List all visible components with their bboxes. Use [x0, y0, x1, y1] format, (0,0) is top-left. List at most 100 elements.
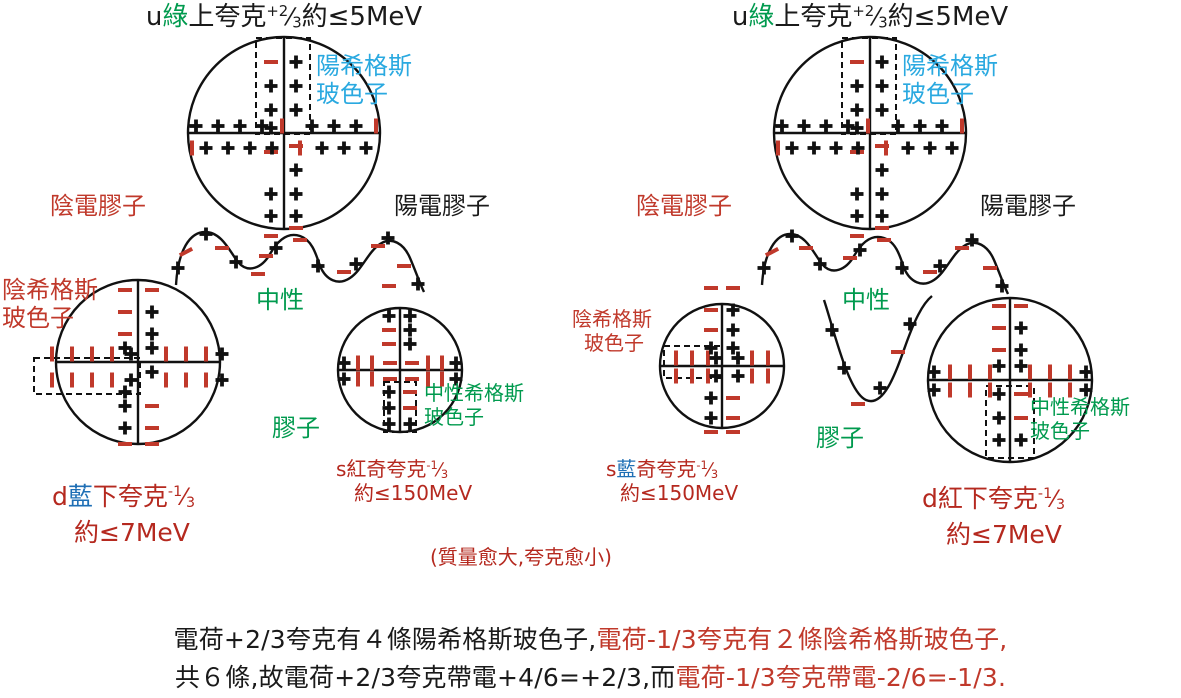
left-down-quark-name: 下夸克 — [92, 482, 168, 511]
left-neutral-higgs-label: 中性希格斯 玻色子 — [424, 381, 524, 429]
left-group — [33, 35, 464, 446]
left-strange-quark-name: 奇夸克 — [366, 457, 427, 481]
left-down-quark-charge-sign: - — [167, 484, 174, 501]
left-negative-higgs-line1: 陰希格斯 — [2, 276, 98, 304]
left-strange-quark-symbol: s — [336, 457, 347, 481]
right-positive-higgs-line2: 玻色子 — [902, 80, 974, 109]
right-strange-quark-name: 奇夸克 — [636, 457, 697, 481]
right-down-quark-charge-den: 3 — [1055, 497, 1066, 514]
right-up-quark-mass: 約≤5MeV — [887, 2, 1009, 32]
caption-l1-p1: 電荷+2/3夸克有４條陽希格斯玻色子, — [173, 625, 597, 654]
mass-size-note: (質量愈大,夸克愈小) — [430, 545, 612, 569]
right-negative-gluon-label: 陰電膠子 — [636, 192, 732, 220]
left-down-quark-circle — [33, 278, 229, 446]
left-positive-higgs-line1: 陽希格斯 — [316, 52, 412, 80]
left-up-quark-color-word: 綠 — [162, 2, 189, 32]
caption-l2-p2: 而 — [650, 663, 676, 692]
left-strange-quark-mass: 約≤150MeV — [354, 480, 473, 505]
right-up-quark-color-word: 綠 — [748, 2, 775, 32]
left-negative-higgs-label: 陰希格斯 玻色子 — [2, 276, 98, 333]
left-strange-quark-charge-num: 1 — [430, 457, 438, 472]
right-up-quark-symbol: u — [731, 2, 749, 32]
left-strange-quark-charge-den: 3 — [440, 467, 449, 482]
caption-l1-p2: 電荷-1/3夸克有２條陰希格斯玻色子, — [596, 625, 1008, 654]
right-strange-quark-label: s藍奇夸克-1⁄3 約≤150MeV — [606, 457, 739, 505]
right-group — [658, 35, 1094, 464]
left-strange-quark-circle — [336, 284, 464, 434]
left-strange-quark-color-word: 紅 — [346, 457, 367, 481]
right-down-quark-label: d紅下夸克-1⁄3 約≤7MeV — [922, 484, 1065, 550]
right-up-quark-charge-sign: + — [852, 3, 865, 21]
left-down-quark-label: d藍下夸克-1⁄3 約≤7MeV — [52, 482, 195, 548]
negative-higgs-box-left-down — [33, 357, 141, 395]
right-strange-quark-name-line: s藍奇夸克-1⁄3 — [606, 457, 719, 482]
positive-higgs-box-right-up — [841, 37, 897, 135]
left-up-quark-title: u綠上夸克+2⁄3約≤5MeV — [145, 2, 423, 32]
left-down-quark-charge-num: 1 — [173, 484, 183, 501]
left-strange-quark-charge-sign: - — [426, 457, 431, 472]
caption-l2-p1: 共６條,故電荷+2/3夸克帶電+4/6=+2/3, — [174, 663, 651, 692]
left-up-quark-charge-sign: + — [266, 3, 279, 21]
gluon-wave-right-dip — [822, 295, 933, 403]
left-negative-gluon-label: 陰電膠子 — [50, 192, 146, 220]
left-down-quark-symbol: d — [52, 482, 68, 511]
caption-l2-p3: 電荷-1/3夸克帶電-2/6=-1/3. — [675, 663, 1007, 692]
right-strange-quark-charge-num: 1 — [700, 457, 708, 472]
left-strange-quark-label: s紅奇夸克-1⁄3 約≤150MeV — [336, 457, 473, 505]
gluon-wave-left-upper — [174, 230, 322, 286]
right-down-quark-charge-sign: - — [1037, 486, 1044, 503]
right-down-quark-name-line: d紅下夸克-1⁄3 — [922, 484, 1066, 514]
right-strange-quark-circle — [658, 286, 786, 434]
right-up-quark-charge-num: 2 — [864, 3, 875, 21]
left-down-quark-mass: 約≤7MeV — [74, 518, 190, 548]
right-up-quark-charge-den: 3 — [878, 14, 888, 32]
right-positive-gluon-label: 陽電膠子 — [980, 192, 1076, 220]
right-strange-quark-mass: 約≤150MeV — [620, 480, 739, 505]
left-up-quark-mass: 約≤5MeV — [301, 2, 423, 32]
right-strange-quark-charge-den: 3 — [710, 467, 719, 482]
right-gluon-label: 膠子 — [816, 424, 864, 452]
right-strange-quark-charge-sign: - — [696, 457, 701, 472]
negative-higgs-box-right-s — [663, 345, 723, 379]
right-neutral-label: 中性 — [842, 286, 890, 314]
right-down-quark-symbol: d — [922, 484, 938, 513]
right-up-quark-name: 上夸克 — [774, 2, 853, 32]
left-neutral-higgs-line1: 中性希格斯 — [424, 381, 524, 405]
right-neutral-higgs-line2: 玻色子 — [1030, 418, 1090, 443]
caption-line-2: 共６條,故電荷+2/3夸克帶電+4/6=+2/3,而電荷-1/3夸克帶電-2/6… — [0, 658, 1181, 694]
left-neutral-label: 中性 — [256, 286, 304, 314]
right-down-quark-mass: 約≤7MeV — [946, 520, 1062, 550]
neutral-higgs-box-left — [383, 381, 417, 433]
right-negative-higgs-line2: 玻色子 — [584, 330, 644, 355]
right-negative-higgs-label: 陰希格斯 玻色子 — [572, 307, 652, 355]
left-down-quark-color-word: 藍 — [67, 482, 93, 511]
right-negative-higgs-line1: 陰希格斯 — [572, 307, 652, 331]
left-up-quark-name: 上夸克 — [188, 2, 267, 32]
right-down-quark-charge-num: 1 — [1043, 486, 1053, 503]
gluon-plus-marks-left — [171, 227, 425, 291]
right-neutral-higgs-line1: 中性希格斯 — [1030, 395, 1130, 419]
right-strange-quark-symbol: s — [606, 457, 617, 481]
left-negative-higgs-line2: 玻色子 — [2, 304, 74, 333]
left-down-quark-charge-den: 3 — [185, 495, 196, 512]
left-down-quark-name-line: d藍下夸克-1⁄3 — [52, 482, 196, 512]
left-neutral-higgs-line2: 玻色子 — [424, 404, 484, 429]
right-down-quark-color-word: 紅 — [937, 484, 963, 513]
left-strange-quark-name-line: s紅奇夸克-1⁄3 — [336, 457, 449, 482]
left-gluon-label: 膠子 — [272, 414, 320, 442]
right-positive-higgs-line1: 陽希格斯 — [902, 52, 998, 80]
left-up-quark-charge-den: 3 — [292, 14, 302, 32]
right-up-quark-circle — [772, 35, 968, 238]
right-strange-quark-color-word: 藍 — [616, 457, 637, 481]
left-up-quark-symbol: u — [145, 2, 163, 32]
right-down-quark-name: 下夸克 — [962, 484, 1038, 513]
caption-line-1: 電荷+2/3夸克有４條陽希格斯玻色子,電荷-1/3夸克有２條陰希格斯玻色子, — [0, 620, 1181, 656]
left-positive-higgs-label: 陽希格斯 玻色子 — [316, 52, 412, 109]
left-positive-gluon-label: 陽電膠子 — [394, 192, 490, 220]
left-up-quark-charge-num: 2 — [278, 3, 289, 21]
gluon-minus-marks-left — [178, 238, 411, 276]
right-neutral-higgs-label: 中性希格斯 玻色子 — [1030, 395, 1130, 443]
right-positive-higgs-label: 陽希格斯 玻色子 — [902, 52, 998, 109]
